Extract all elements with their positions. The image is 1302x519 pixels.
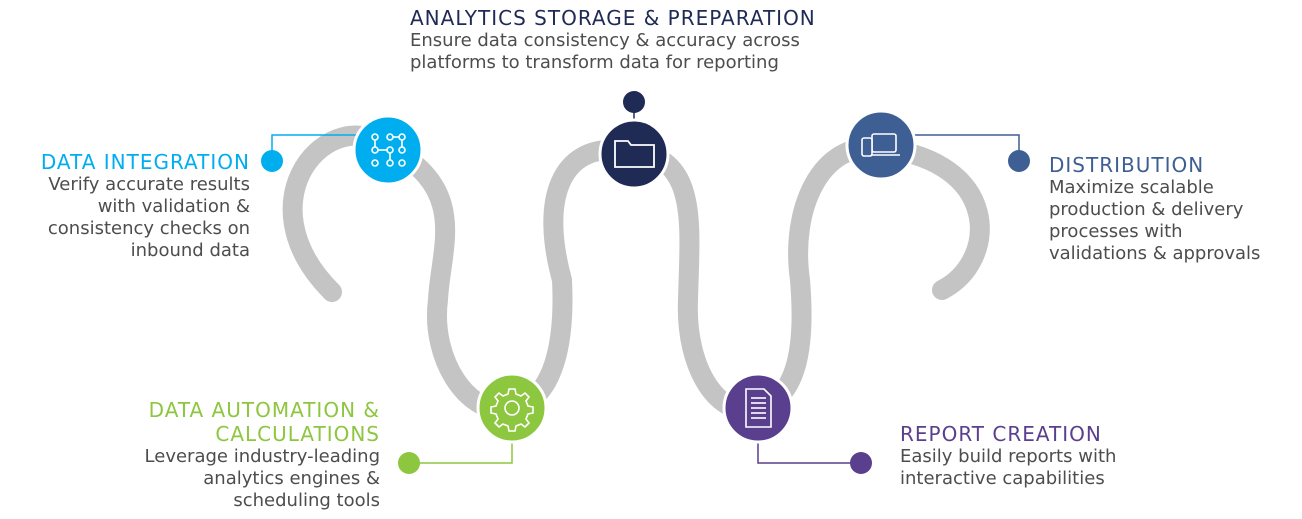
automation-node [476,372,548,444]
automation-connector [410,440,513,464]
automation-title-line: CALCULATIONS [215,422,380,446]
automation-title-line: DATA AUTOMATION & [148,398,380,422]
report-node [722,372,794,444]
automation-dot [398,452,420,474]
integration-desc-line: inbound data [130,240,250,261]
report-connector [757,440,860,464]
automation-desc-line: analytics engines & [203,468,380,489]
automation-text: DATA AUTOMATION & CALCULATIONS Leverage … [60,398,380,512]
integration-desc-line: Verify accurate results [48,174,250,195]
distribution-dot [1008,150,1030,172]
storage-text: ANALYTICS STORAGE & PREPARATION Ensure d… [410,6,930,74]
folder-icon [614,140,655,168]
distribution-text: DISTRIBUTION Maximize scalable productio… [1049,153,1302,265]
distribution-node [845,109,917,181]
report-desc-line: interactive capabilities [900,468,1105,489]
integration-desc-line: with validation & [97,196,250,217]
storage-desc-line: platforms to transform data for reportin… [410,52,779,73]
distribution-desc-line: validations & approvals [1049,243,1261,264]
gear-icon [490,388,534,432]
devices-icon [861,133,900,157]
distribution-desc-line: Maximize scalable [1049,177,1214,198]
document-icon [745,388,772,428]
report-text: REPORT CREATION Easily build reports wit… [900,422,1220,490]
storage-node [598,118,670,190]
automation-desc-line: scheduling tools [233,490,380,511]
automation-desc-line: Leverage industry-leading [144,446,380,467]
report-desc-line: Easily build reports with [900,446,1117,467]
distribution-desc-line: processes with [1049,221,1183,242]
integration-node [352,114,424,186]
report-title: REPORT CREATION [900,422,1102,446]
storage-dot [623,91,645,113]
integration-dot [261,150,283,172]
integration-title: DATA INTEGRATION [40,150,250,174]
distribution-desc-line: production & delivery [1049,199,1244,220]
workflow-nodes-icon [371,133,406,167]
integration-desc-line: consistency checks on [47,218,250,239]
storage-desc-line: Ensure data consistency & accuracy acros… [410,30,800,51]
storage-title: ANALYTICS STORAGE & PREPARATION [410,6,816,30]
report-dot [850,452,872,474]
distribution-title: DISTRIBUTION [1049,153,1205,177]
integration-text: DATA INTEGRATION Verify accurate results… [0,150,250,262]
